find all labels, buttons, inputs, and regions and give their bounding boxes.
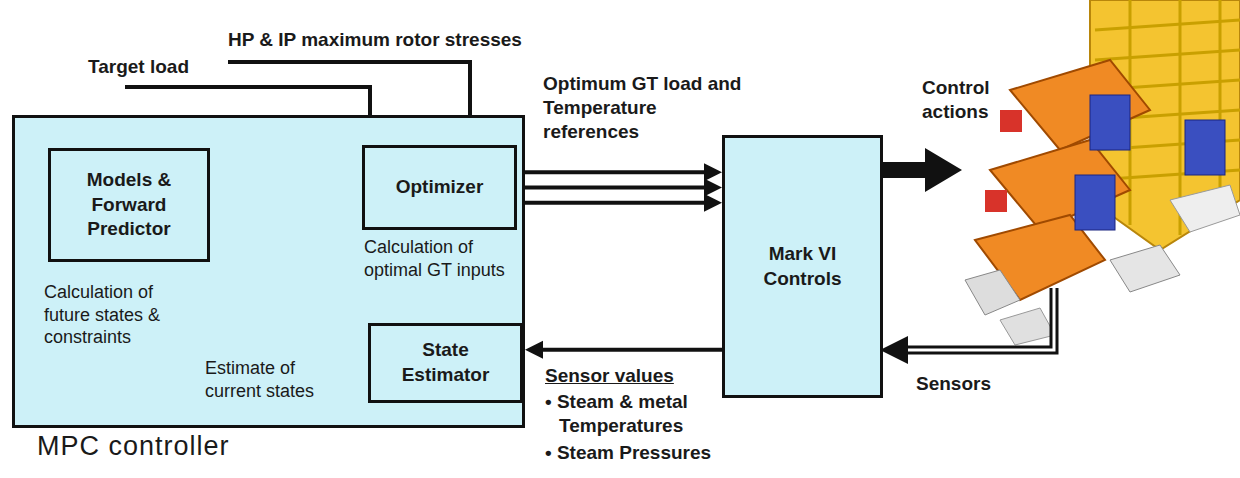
connector [517, 179, 722, 197]
box-label: Models & Forward Predictor [51, 164, 207, 246]
connector [517, 163, 722, 181]
box-label: Optimizer [388, 171, 492, 204]
connector-line [541, 348, 722, 352]
connector-line [517, 186, 706, 190]
input-label: Target load [88, 55, 288, 79]
box-label: Mark VI Controls [725, 238, 880, 295]
control-system-box: Mark VI Controls [722, 135, 883, 398]
arrowhead [704, 163, 722, 181]
signal-item: • Steam & metal Temperatures [545, 390, 749, 438]
box-label: State Estimator [371, 334, 520, 391]
controller-title: MPC controller [37, 431, 230, 462]
note-text: Estimate of current states [205, 357, 355, 402]
connector [517, 194, 722, 212]
connector-line [517, 201, 706, 205]
signal-label: Sensors [916, 372, 1016, 396]
signal-item: • Steam Pressures [545, 441, 749, 465]
signal-label: Control actions [922, 76, 1012, 124]
sensor-double-line [880, 288, 1054, 364]
arrowhead [704, 179, 722, 197]
arrowhead [704, 194, 722, 212]
note-text: Calculation of optimal GT inputs [364, 236, 524, 281]
model-box: Models & Forward Predictor [48, 148, 210, 262]
signal-heading: Sensor values [545, 364, 715, 388]
control-action-arrow [880, 148, 962, 192]
arrowhead [525, 341, 543, 359]
optimizer-box: Optimizer [362, 145, 517, 230]
power-plant [965, 0, 1240, 345]
connector [525, 341, 722, 359]
input-label: HP & IP maximum rotor stresses [228, 28, 588, 52]
estimator-box: State Estimator [368, 323, 523, 403]
connector-line [517, 170, 706, 174]
edge-label: Optimum GT load and Temperature referenc… [543, 72, 743, 143]
note-text: Calculation of future states & constrain… [44, 281, 204, 349]
